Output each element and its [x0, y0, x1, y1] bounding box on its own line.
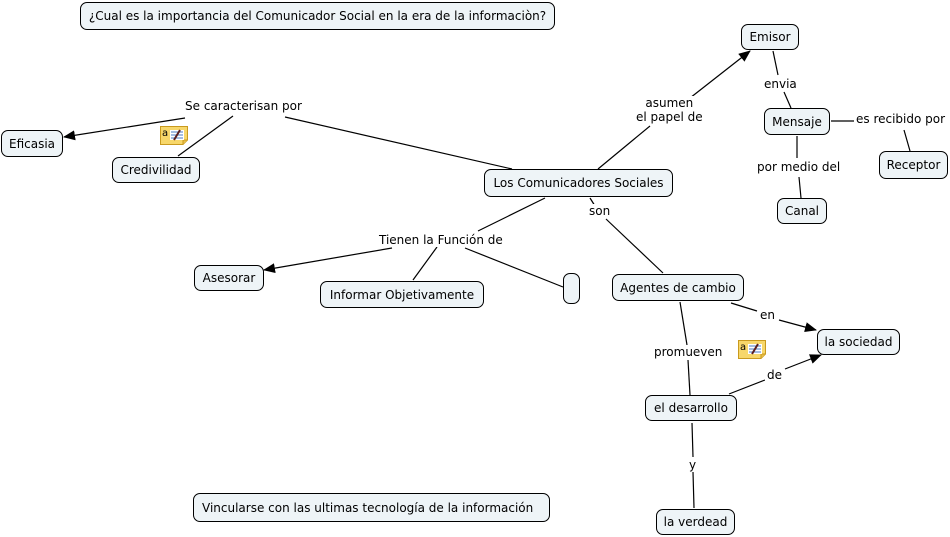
link-line — [692, 471, 695, 509]
link-line — [784, 354, 822, 370]
concept-emisor[interactable]: Emisor — [741, 24, 799, 50]
concept-los-comunicadores-sociales[interactable]: Los Comunicadores Sociales — [484, 169, 673, 197]
link-line — [464, 247, 564, 288]
link-label-de[interactable]: de — [765, 368, 784, 382]
link-line — [263, 247, 393, 274]
concept-el-desarrollo[interactable]: el desarrollo — [645, 395, 737, 421]
link-line — [772, 50, 779, 76]
link-line — [284, 116, 513, 170]
link-label-y[interactable]: y — [687, 458, 699, 472]
link-line — [597, 125, 651, 170]
link-line — [689, 50, 751, 99]
link-label-se-caracterisan-por[interactable]: Se caracterisan por — [183, 99, 304, 113]
link-line — [679, 301, 688, 346]
concept-mensaje[interactable]: Mensaje — [764, 108, 830, 135]
link-label-promueven[interactable]: promueven — [652, 345, 725, 359]
link-line — [687, 359, 691, 396]
link-line — [63, 117, 186, 141]
concept-informar-objetivamente[interactable]: Informar Objetivamente — [320, 281, 484, 308]
link-label-envia[interactable]: envia — [762, 77, 799, 91]
link-label-en[interactable]: en — [758, 308, 777, 322]
concept-credivilidad[interactable]: Credivilidad — [112, 157, 200, 183]
note-annotation-icon[interactable]: a — [738, 340, 766, 359]
concept-empty[interactable] — [563, 273, 580, 304]
link-label-por-medio-del[interactable]: por medio del — [755, 160, 843, 174]
svg-text:a: a — [162, 128, 168, 139]
link-line — [728, 379, 766, 395]
link-line — [177, 115, 234, 157]
concept-asesorar[interactable]: Asesorar — [194, 265, 264, 291]
concept-la-verdead[interactable]: la verdead — [656, 509, 735, 535]
link-label-asumen-line1: asumen — [645, 96, 694, 110]
link-line — [477, 197, 546, 232]
concept-receptor[interactable]: Receptor — [879, 151, 948, 179]
link-line — [778, 319, 817, 332]
concept-la-sociedad[interactable]: la sociedad — [817, 329, 900, 355]
link-line — [798, 176, 802, 199]
link-label-tienen-la-funcion-de[interactable]: Tienen la Función de — [377, 233, 505, 247]
link-label-son[interactable]: son — [587, 204, 613, 218]
link-line — [783, 91, 792, 109]
concept-canal[interactable]: Canal — [777, 198, 827, 224]
concept-agentes-de-cambio[interactable]: Agentes de cambio — [612, 274, 744, 301]
link-label-asumen[interactable]: asumen el papel de — [634, 96, 705, 124]
question-title-node[interactable]: ¿Cual es la importancia del Comunicador … — [80, 2, 555, 30]
link-label-asumen-line2: el papel de — [636, 110, 703, 124]
link-line — [412, 246, 438, 281]
note-annotation-icon[interactable]: a — [160, 126, 188, 145]
concept-vincularse[interactable]: Vincularse con las ultimas tecnología de… — [193, 493, 550, 522]
concept-eficasia[interactable]: Eficasia — [1, 130, 63, 157]
link-line — [691, 422, 694, 458]
link-line — [730, 302, 758, 312]
link-label-es-recibido-por[interactable]: es recibido por — [854, 112, 948, 126]
link-line — [903, 129, 911, 152]
link-line — [605, 218, 664, 274]
svg-text:a: a — [740, 342, 746, 353]
